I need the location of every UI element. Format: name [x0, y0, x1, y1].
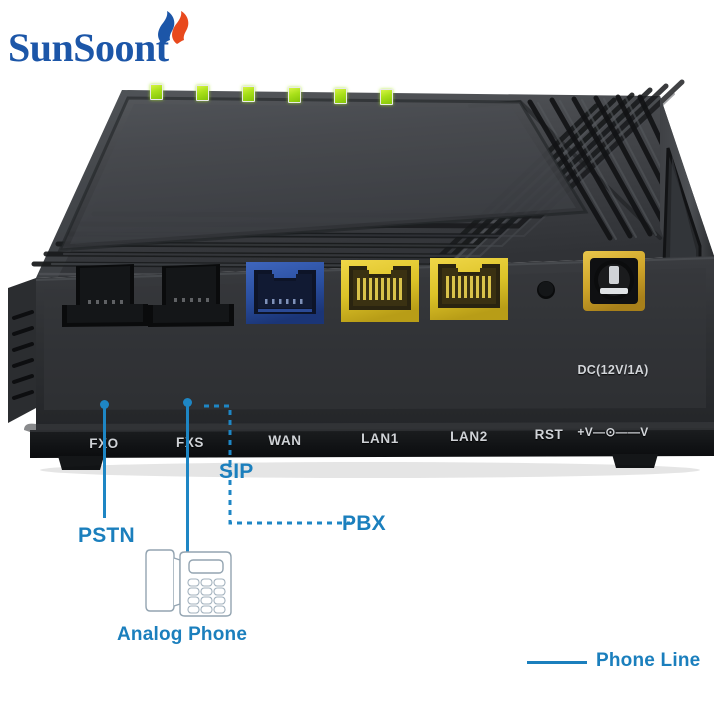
brand-name: SunSoont: [8, 25, 169, 70]
port-label-wan: WAN: [268, 433, 302, 448]
sip-pbx-leader-line: [204, 404, 350, 525]
legend-phone-line-swatch: [527, 661, 587, 664]
brand-logo: SunSoont: [6, 6, 206, 76]
led-5: [334, 88, 347, 104]
analog-desk-phone-icon: [140, 546, 236, 622]
led-4: [288, 87, 301, 103]
analog-phone-leader-dot: [183, 398, 192, 407]
callout-sip: SIP: [219, 460, 254, 483]
port-label-lan2: LAN2: [450, 429, 488, 444]
dc-polarity-label: +V—⊙——V: [577, 425, 649, 439]
callout-pbx: PBX: [342, 512, 386, 535]
dc-power-label: DC(12V/1A): [577, 363, 649, 377]
led-2: [196, 85, 209, 101]
pstn-leader-line: [103, 408, 106, 518]
port-label-lan1: LAN1: [361, 431, 399, 446]
callout-pstn: PSTN: [78, 524, 135, 547]
voip-gateway-device: FXO FXS WAN LAN1 LAN2 RST DC(12V/1A) +V—…: [0, 78, 714, 478]
caption-analog-phone: Analog Phone: [117, 624, 248, 645]
legend-phone-line-label: Phone Line: [596, 650, 701, 671]
analog-phone-leader-line: [186, 406, 189, 566]
led-6: [380, 89, 393, 105]
led-3: [242, 86, 255, 102]
port-label-rst: RST: [534, 427, 564, 442]
pstn-leader-dot: [100, 400, 109, 409]
led-1: [150, 84, 163, 100]
flame-icon: [149, 10, 195, 46]
port-label-fxs: FXS: [175, 435, 205, 450]
